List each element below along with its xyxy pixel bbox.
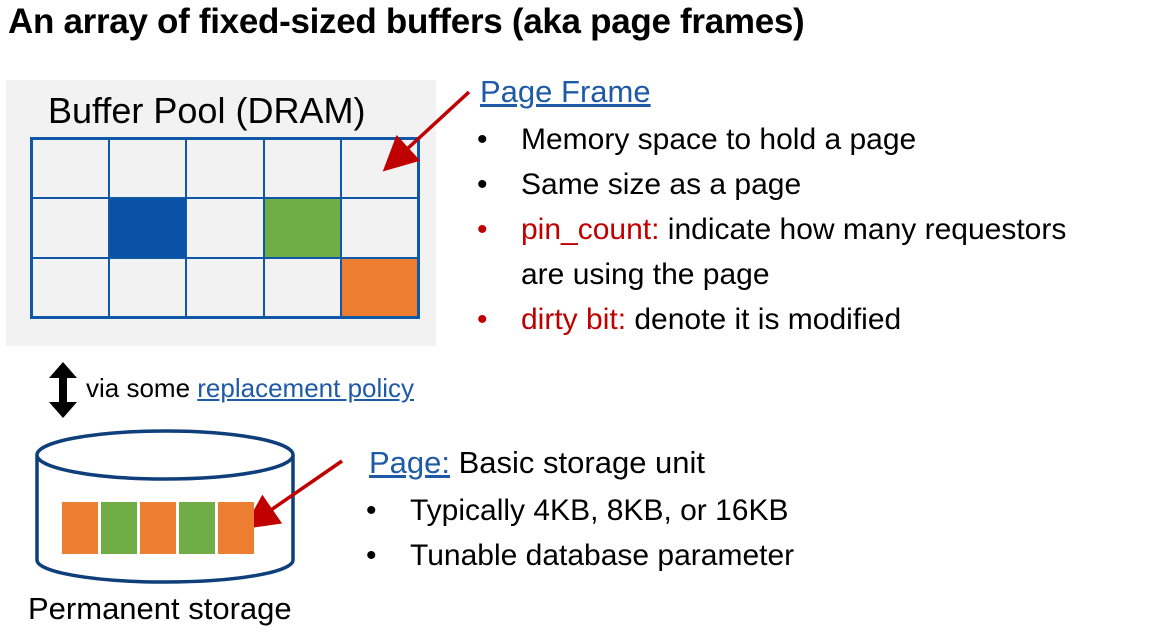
replacement-prefix: via some <box>86 373 198 403</box>
page-frame-bullet: are using the page <box>477 252 1066 297</box>
page-bullets: • Typically 4KB, 8KB, or 16KB • Tunable dat… <box>366 488 794 578</box>
replacement-policy-link[interactable]: replacement policy <box>197 373 415 403</box>
buffer-pool-grid <box>30 137 420 319</box>
bullet-key: pin_count: <box>521 213 660 246</box>
page-heading: Page: Basic storage unit <box>369 445 705 481</box>
bullet-text: are using the page <box>521 258 770 291</box>
page-frame-bullet: • Memory space to hold a page <box>477 117 1066 162</box>
disk-page-block <box>62 502 98 554</box>
bullet-icon: • <box>477 168 488 201</box>
bullet-icon: • <box>366 539 377 572</box>
page-frame-bullets: • Memory space to hold a page • Same size a… <box>477 117 1066 342</box>
page-frame-bullet: • Same size as a page <box>477 162 1066 207</box>
permanent-storage-label: Permanent storage <box>28 591 292 626</box>
bullet-text: indicate how many requestors <box>659 213 1067 246</box>
bullet-text: Tunable database parameter <box>410 539 795 572</box>
page-frame-pointer-arrow <box>382 90 471 172</box>
bullet-text: denote it is modified <box>626 303 902 336</box>
page-frame-heading: Page Frame <box>480 74 651 110</box>
bullet-text: Typically 4KB, 8KB, or 16KB <box>410 494 789 527</box>
bullet-icon: • <box>477 303 488 336</box>
page-link[interactable]: Page: <box>369 445 451 480</box>
disk-page-block <box>140 502 176 554</box>
bullet-icon: • <box>366 494 377 527</box>
page-frame-bullet: • pin_count: indicate how many requestors <box>477 207 1066 252</box>
page-title: An array of fixed-sized buffers (aka pag… <box>8 2 805 41</box>
disk-page-block <box>218 502 254 554</box>
page-frame-bullet: • dirty bit: denote it is modified <box>477 297 1066 342</box>
page-heading-rest: Basic storage unit <box>450 445 706 480</box>
page-frame-cell <box>339 256 419 318</box>
page-bullet: • Typically 4KB, 8KB, or 16KB <box>366 488 794 533</box>
replacement-policy-text: via some replacement policy <box>86 373 414 404</box>
page-bullet: • Tunable database parameter <box>366 533 794 578</box>
page-frame-link[interactable]: Page Frame <box>480 74 651 109</box>
bullet-key: dirty bit: <box>521 303 627 336</box>
bullet-text: Memory space to hold a page <box>521 123 917 156</box>
disk-page-block <box>101 502 137 554</box>
buffer-pool-label: Buffer Pool (DRAM) <box>48 90 366 131</box>
bullet-icon: • <box>477 213 488 246</box>
page-pointer-arrow <box>243 459 343 529</box>
bullet-icon: • <box>477 123 488 156</box>
disk-page-strip <box>62 502 254 554</box>
bullet-text: Same size as a page <box>521 168 802 201</box>
disk-page-block <box>179 502 215 554</box>
double-arrow-icon <box>49 362 77 418</box>
